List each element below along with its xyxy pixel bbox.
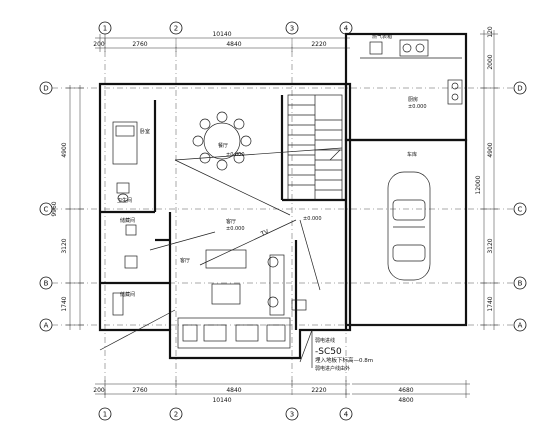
room-label-kitchen: 厨房 bbox=[408, 96, 418, 103]
dim-left-seg-3: 1740 bbox=[61, 296, 68, 311]
level-mark-living: ±0.000 bbox=[226, 226, 245, 232]
axis-bubble-bottom-3: 3 bbox=[285, 407, 299, 421]
room-label-garage: 车库 bbox=[407, 151, 417, 158]
dim-top-seg-2: 2760 bbox=[132, 41, 147, 48]
svg-text:A: A bbox=[518, 322, 523, 330]
dim-bottom-seg-2: 2760 bbox=[132, 387, 147, 394]
level-mark-misc: ±0.000 bbox=[303, 216, 322, 222]
room-labels: 餐厅 卧室 卫生间 储藏间 储藏间 客厅 客厅 厨房 车库 燃气表箱 bbox=[117, 33, 418, 298]
room-label-living-sofa: 客厅 bbox=[180, 257, 190, 264]
axis-bubble-left-d: D bbox=[39, 81, 53, 95]
axis-grid-lines bbox=[52, 38, 520, 396]
axis-bubble-bottom-1: 1 bbox=[98, 407, 112, 421]
dim-top-seg-1: 200 bbox=[93, 41, 105, 48]
axis-bubble-right-a: A bbox=[513, 318, 527, 332]
axis-bubble-top-2: 2 bbox=[169, 21, 183, 35]
dim-bottom-right-seg: 4680 bbox=[398, 387, 413, 394]
room-label-living: 客厅 bbox=[226, 218, 236, 225]
staircase bbox=[287, 94, 343, 201]
dim-bottom-seg-4: 2220 bbox=[311, 387, 326, 394]
axis-bubble-bottom-2: 2 bbox=[169, 407, 183, 421]
dim-right-seg-1: 2000 bbox=[487, 54, 494, 69]
kitchen-fixtures bbox=[360, 39, 463, 105]
axis-bubble-bottom-4: 4 bbox=[339, 407, 353, 421]
room-label-storage-2: 储藏间 bbox=[120, 291, 135, 298]
dim-right-seg-4: 1740 bbox=[487, 296, 494, 311]
svg-text:D: D bbox=[43, 85, 48, 93]
axis-bubbles: 1 2 3 4 1 2 3 4 D C B A D C B A bbox=[39, 21, 527, 421]
dimension-lines bbox=[66, 30, 498, 398]
axis-bubble-right-c: C bbox=[513, 202, 527, 216]
dim-right-small: 120 bbox=[487, 26, 494, 38]
svg-text:B: B bbox=[44, 280, 49, 288]
svg-text:C: C bbox=[44, 206, 49, 214]
dim-right-total: 12000 bbox=[475, 175, 482, 194]
svg-text:1: 1 bbox=[103, 25, 107, 33]
dim-bottom-right-total: 4800 bbox=[398, 397, 413, 404]
dim-left-mid: 9960 bbox=[51, 201, 58, 216]
axis-bubble-left-b: B bbox=[39, 276, 53, 290]
axis-bubble-top-1: 1 bbox=[98, 21, 112, 35]
svg-text:3: 3 bbox=[290, 25, 294, 33]
dim-bottom-total: 10140 bbox=[212, 397, 231, 404]
svg-text:4: 4 bbox=[344, 25, 349, 33]
room-label-dining: 餐厅 bbox=[218, 142, 228, 149]
dim-top-seg-3: 4840 bbox=[226, 41, 241, 48]
axis-bubble-top-4: 4 bbox=[339, 21, 353, 35]
wiring-lines: TV bbox=[99, 147, 343, 363]
level-mark-dining: ±0.000 bbox=[226, 152, 245, 158]
annotation-line-2: -SC50 bbox=[315, 347, 342, 357]
axis-bubble-right-b: B bbox=[513, 276, 527, 290]
svg-text:A: A bbox=[44, 322, 49, 330]
annotation-callout: 弱电进线 -SC50 埋入地板下标高—0.8m 弱电进户线由外 bbox=[311, 330, 373, 372]
axis-bubble-top-3: 3 bbox=[285, 21, 299, 35]
living-room-furniture bbox=[177, 249, 291, 349]
axis-bubble-right-d: D bbox=[513, 81, 527, 95]
svg-text:2: 2 bbox=[174, 25, 178, 33]
annotation-line-3: 埋入地板下标高—0.8m bbox=[315, 356, 373, 364]
dim-left-seg-1: 4900 bbox=[61, 142, 68, 157]
dim-top-seg-4: 2220 bbox=[311, 41, 326, 48]
dimension-texts: 10140 200 2760 4840 2220 200 2760 4840 2… bbox=[51, 26, 494, 404]
svg-text:D: D bbox=[517, 85, 522, 93]
svg-text:1: 1 bbox=[103, 411, 107, 419]
room-label-bedroom: 卧室 bbox=[140, 128, 150, 135]
room-label-bathroom: 卫生间 bbox=[117, 197, 132, 204]
svg-text:B: B bbox=[518, 280, 523, 288]
annotation-line-1: 弱电进线 bbox=[315, 337, 335, 344]
axis-bubble-left-a: A bbox=[39, 318, 53, 332]
dining-table bbox=[192, 111, 252, 171]
dim-right-seg-3: 3120 bbox=[487, 238, 494, 253]
tv-wire-label: TV bbox=[259, 228, 271, 238]
dim-right-seg-2: 4900 bbox=[487, 142, 494, 157]
dim-bottom-seg-1: 200 bbox=[93, 387, 105, 394]
room-fixtures bbox=[112, 121, 307, 316]
svg-text:3: 3 bbox=[290, 411, 294, 419]
axis-bubble-left-c: C bbox=[39, 202, 53, 216]
svg-text:2: 2 bbox=[174, 411, 178, 419]
dim-left-seg-2: 3120 bbox=[61, 238, 68, 253]
dim-top-total: 10140 bbox=[212, 31, 231, 38]
gas-meter-label: 燃气表箱 bbox=[372, 33, 392, 40]
svg-text:C: C bbox=[518, 206, 523, 214]
garage-car bbox=[387, 171, 431, 281]
level-marks: ±0.000 ±0.000 ±0.000 ±0.000 bbox=[226, 104, 427, 232]
annotation-line-4: 弱电进户线由外 bbox=[315, 365, 350, 372]
annex-walls bbox=[344, 32, 468, 327]
svg-text:4: 4 bbox=[344, 411, 349, 419]
room-label-storage-1: 储藏间 bbox=[120, 217, 135, 224]
level-mark-kitchen: ±0.000 bbox=[408, 104, 427, 110]
dim-bottom-seg-3: 4840 bbox=[226, 387, 241, 394]
